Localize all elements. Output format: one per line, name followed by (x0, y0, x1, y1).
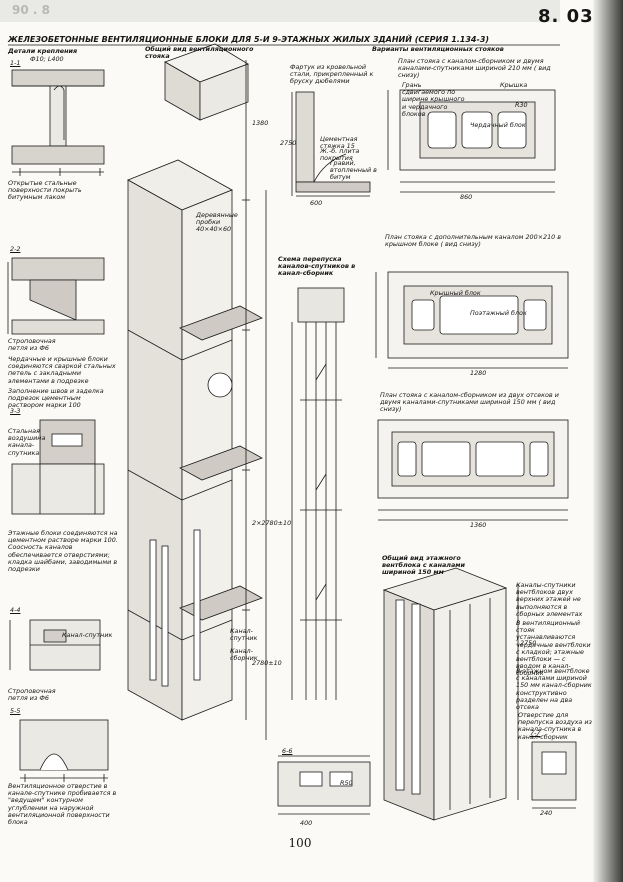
detail-6-6 (277, 755, 371, 815)
dim-stack-height: 2×2780±10 (252, 519, 292, 527)
label-floor-block: Поэтажный блок (470, 309, 527, 317)
dim-plan3-width: 1360 (470, 521, 487, 529)
floor-block-title: Общий вид этажного вентблока с каналами … (382, 554, 465, 577)
label-roof-block: Крышный блок (430, 289, 481, 297)
note-attic-welding: Чердачные и крышные блоки соединяются св… (8, 355, 116, 385)
roof-flashing-detail (291, 91, 371, 197)
detail-2-2 (7, 257, 105, 335)
dim-roof-height: 1380 (252, 119, 269, 127)
label-cover: Крышка (500, 81, 528, 89)
plan-3-title: План стояка с каналом-сборником из двух … (380, 391, 559, 414)
detail-4-4 (9, 619, 101, 671)
sheet-number: 8. 03 (538, 6, 594, 27)
note-bypass-hole: Отверстие для перепуска воздуха из канал… (518, 711, 592, 741)
note-sling-loop-2: Строповочная петля из Ф6 (8, 687, 56, 703)
page-number: 100 (288, 836, 312, 850)
scan-binding-shadow (593, 0, 623, 882)
bypass-scheme (291, 287, 345, 700)
dim-plan1-width: 860 (460, 193, 473, 201)
floor-block-axonometric (382, 567, 519, 821)
note-apron: Фартук из кровельной стали, прикрепленны… (290, 63, 374, 86)
cut-5-5: 5-5 (10, 707, 21, 715)
dim-floor-block-height: 2750 (520, 639, 537, 647)
fastening-details-title: Детали крепления (8, 47, 78, 55)
label-edge-note: Грань сдвигаемого по ширине крышного и ч… (402, 81, 465, 118)
note-bitumen: Открытые стальные поверхности покрыть би… (8, 179, 82, 202)
dim-6-6-width: 400 (300, 819, 313, 827)
label-canal-sputnik-detail: Канал-спутник (62, 631, 113, 639)
plan-3-drawing (377, 419, 569, 521)
note-top-floors: Каналы-спутники вентблоков двух верхних … (516, 581, 583, 618)
label-canal-sputnik: Канал-спутник (230, 627, 258, 643)
dim-7-7-width: 240 (540, 809, 553, 817)
dim-bar: Ф10; L400 (30, 55, 64, 63)
dim-plan2-width: 1280 (470, 369, 487, 377)
variants-title: Варианты вентиляционных стояков (372, 45, 504, 53)
ventilation-stack-axonometric (127, 43, 267, 740)
note-slab: Ж.-б. плита покрытия (320, 147, 360, 163)
detail-7-7 (531, 741, 577, 809)
plan-1-drawing (387, 89, 556, 193)
note-two-compartments: В этажном вентблоке с каналами шириной 1… (516, 667, 592, 712)
cut-3-3: 3-3 (10, 407, 21, 415)
note-gravel: Гравий, втопленный в битум (330, 159, 377, 182)
note-sling-loop-1: Строповочная петля из Ф6 (8, 337, 56, 353)
dim-floor-height: 2780±10 (252, 659, 282, 667)
plan-1-title: План стояка с каналом-сборником и двумя … (398, 57, 551, 80)
bypass-scheme-title: Схема перепуска каналов-спутников в кана… (278, 255, 356, 278)
detail-5-5 (19, 719, 109, 782)
dim-apron-height: 2750 (280, 139, 297, 147)
label-attic-block: Чердачный блок (470, 121, 526, 129)
note-stack-assembly: В вентиляционный стояк устанавливаются ч… (516, 619, 591, 678)
cut-4-4: 4-4 (10, 606, 21, 614)
note-screed: Цементная стяжка 15 (320, 135, 358, 151)
plan-2-title: План стояка с дополнительным каналом 200… (385, 233, 562, 249)
note-floor-blocks: Этажные блоки соединяются на цементном р… (8, 529, 118, 574)
dim-radius-2: R50 (340, 779, 353, 787)
note-air-duct: Стальная воздушина канала-спутника (8, 427, 46, 457)
note-joints: Заполнение швов и заделка подрезок цемен… (8, 387, 104, 410)
technical-drawings (7, 43, 577, 821)
label-canal-sbornik: Канал-сборник (230, 647, 258, 663)
cut-7-7: 7-7 (530, 729, 541, 737)
cut-1-1: 1-1 (10, 59, 21, 67)
detail-1-1 (11, 69, 105, 176)
dim-radius: R30 (515, 101, 528, 109)
label-wood-plugs: Деревянные пробки 40×40×60 (196, 211, 238, 234)
cut-6-6: 6-6 (282, 747, 293, 755)
note-vent-opening: Вентиляционное отверстие в канале-спутни… (8, 782, 117, 827)
page-title: ЖЕЛЕЗОБЕТОННЫЕ ВЕНТИЛЯЦИОННЫЕ БЛОКИ ДЛЯ … (8, 35, 490, 44)
faded-header-text: 90 . 8 (12, 3, 50, 17)
plan-2-drawing (375, 271, 569, 369)
top-scan-strip: 90 . 8 (0, 0, 560, 22)
dim-apron-width: 600 (310, 199, 323, 207)
general-view-title: Общий вид вентиляционного стояка (145, 45, 254, 61)
detail-3-3 (11, 419, 105, 515)
cut-2-2: 2-2 (10, 245, 21, 253)
